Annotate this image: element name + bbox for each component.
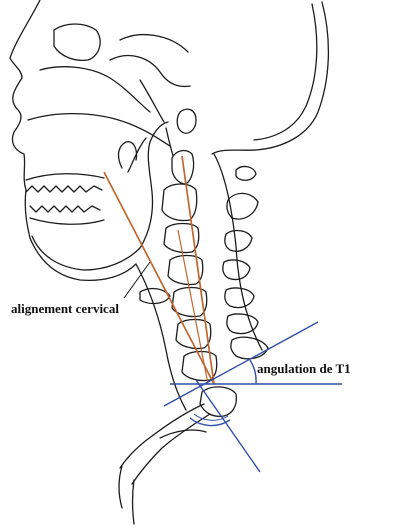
zygomatic-arch (110, 56, 190, 87)
coronoid-process (119, 142, 137, 168)
first-rib (160, 430, 206, 438)
temporal-line (120, 35, 188, 52)
cervical-alignment-label: alignement cervical (11, 302, 119, 315)
clavicle-upper (120, 404, 204, 468)
occiput-inner-outline (254, 4, 317, 140)
vertebra-c2 (162, 184, 197, 221)
upper-alveolar (26, 174, 104, 180)
nasal-cavity (40, 67, 150, 112)
sphenoid-line (140, 80, 164, 122)
spinous-c7 (231, 337, 268, 359)
spinous-c4 (223, 260, 250, 280)
spinous-c1 (236, 167, 256, 181)
occiput-outline (212, 2, 328, 154)
t1-angle-arc (250, 360, 256, 384)
alignment-label-pointer (124, 262, 150, 298)
mandible (32, 122, 168, 270)
t1-angulation-label: angulation de T1 (257, 362, 351, 375)
sternum-outline (119, 466, 134, 524)
spinous-c5 (225, 288, 254, 308)
upper-teeth (26, 186, 102, 192)
mastoid-process (177, 109, 196, 133)
clavicle-lower (132, 414, 210, 484)
lower-alveolar (30, 218, 104, 224)
face-profile (10, 0, 136, 280)
lower-teeth (30, 206, 100, 212)
maxilla-line (28, 114, 170, 146)
spinous-c3 (225, 231, 252, 252)
orbit-outline (54, 24, 100, 60)
